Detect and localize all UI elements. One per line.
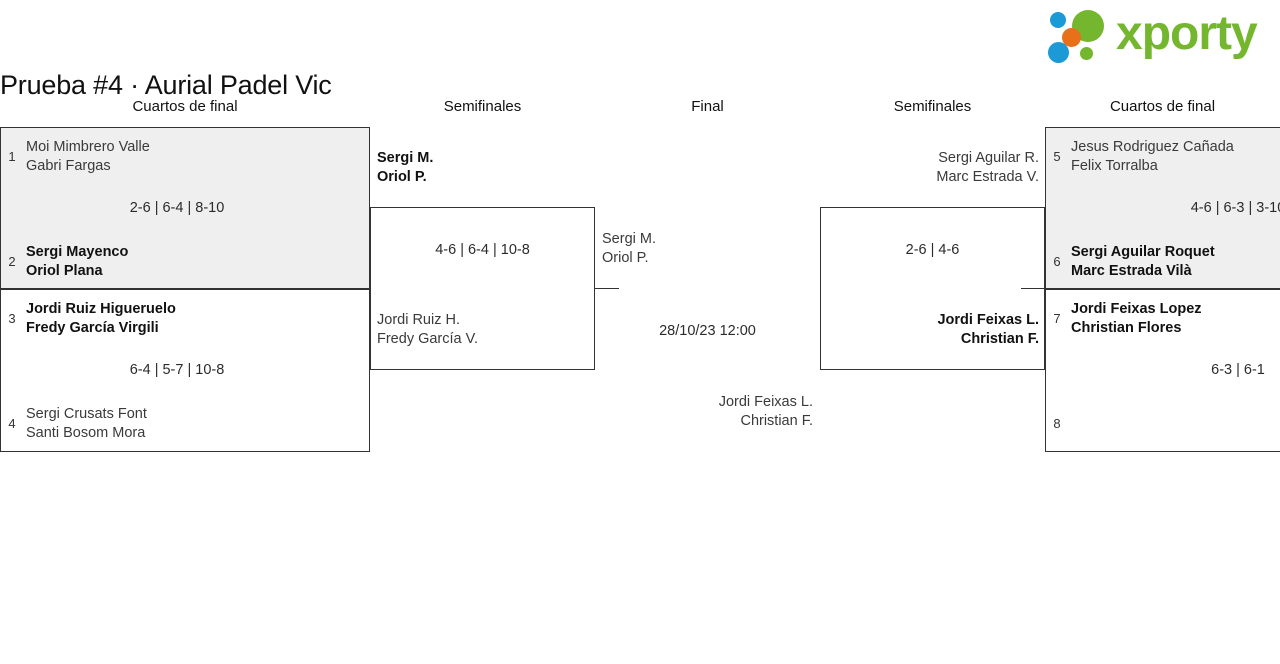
score-left-semi-1: 4-6 | 6-4 | 10-8 [435, 242, 530, 258]
team-line-2: Marc Estrada V. [936, 169, 1039, 185]
team-line-1: Jordi Ruiz H. [377, 312, 460, 328]
round-header-right-semis: Semifinales [893, 98, 972, 115]
round-header-left-quarters: Cuartos de final [132, 98, 238, 115]
team-line-2: Christian F. [740, 413, 813, 429]
team-left-quarter-1-top: Moi Mimbrero Valle Gabri Fargas [26, 138, 150, 176]
score-right-quarter-2: 6-3 | 6-1 [1211, 362, 1265, 378]
score-right-quarter-1: 4-6 | 6-3 | 3-10 [1190, 200, 1280, 216]
team-line-2: Gabri Fargas [26, 158, 111, 174]
logo-wordmark: xporty [1116, 7, 1258, 60]
seed-number-1: 1 [8, 149, 16, 164]
match-box-left-quarter-2[interactable] [0, 289, 370, 452]
xporty-logo[interactable]: xporty [1048, 4, 1276, 66]
connector-left-semi-to-final [595, 288, 619, 289]
team-line-2: Christian F. [960, 331, 1039, 347]
team-right-quarter-1-bottom: Sergi Aguilar Roquet Marc Estrada Vilà [1071, 243, 1215, 281]
seed-number-5: 5 [1053, 149, 1061, 164]
team-line-2: Oriol Plana [26, 263, 103, 279]
team-line-1: Sergi Mayenco [26, 244, 129, 260]
match-box-right-semi-1[interactable] [820, 207, 1045, 370]
logo-dot-blue-small [1050, 12, 1066, 28]
seed-number-2: 2 [8, 254, 16, 269]
team-line-1: Jordi Feixas L. [937, 312, 1039, 328]
team-right-quarter-1-top: Jesus Rodriguez Cañada Felix Torralba [1071, 138, 1234, 176]
team-right-quarter-2-top: Jordi Feixas Lopez Christian Flores [1071, 300, 1202, 338]
team-line-1: Jordi Feixas L. [718, 394, 813, 410]
logo-dot-green-small [1080, 47, 1093, 60]
team-line-1: Sergi M. [602, 231, 656, 247]
team-right-semi-top: Sergi Aguilar R. Marc Estrada V. [820, 149, 1039, 187]
team-line-2: Oriol P. [377, 169, 427, 185]
match-box-right-quarter-1[interactable] [1045, 127, 1280, 289]
team-left-semi-top: Sergi M. Oriol P. [377, 149, 433, 187]
score-final-schedule: 28/10/23 12:00 [659, 323, 756, 339]
team-left-semi-bottom: Jordi Ruiz H. Fredy García V. [377, 311, 478, 349]
team-right-semi-bottom: Jordi Feixas L. Christian F. [820, 311, 1039, 349]
logo-dot-orange [1062, 28, 1081, 47]
team-line-1: Jordi Ruiz Higueruelo [26, 301, 176, 317]
team-final-bottom: Jordi Feixas L. Christian F. [620, 393, 813, 431]
team-line-2: Fredy García V. [377, 331, 479, 347]
seed-number-6: 6 [1053, 254, 1061, 269]
round-header-right-quarters: Cuartos de final [1109, 98, 1216, 115]
seed-number-3: 3 [8, 311, 16, 326]
team-left-quarter-1-bottom: Sergi Mayenco Oriol Plana [26, 243, 128, 281]
logo-dot-blue-large [1048, 42, 1069, 63]
seed-number-4: 4 [8, 416, 16, 431]
team-left-quarter-2-top: Jordi Ruiz Higueruelo Fredy García Virgi… [26, 300, 176, 338]
team-final-top: Sergi M. Oriol P. [602, 230, 656, 268]
team-line-2: Oriol P. [602, 250, 649, 266]
team-line-1: Moi Mimbrero Valle [26, 139, 150, 155]
team-line-2: Christian Flores [1071, 320, 1182, 336]
score-left-quarter-1: 2-6 | 6-4 | 8-10 [129, 200, 225, 216]
score-right-semi-1: 2-6 | 4-6 [905, 242, 960, 258]
seed-number-8: 8 [1053, 416, 1061, 431]
title-line-primary: Prueba #4 · Aurial Padel Vic [0, 70, 332, 100]
round-header-final: Final [691, 98, 724, 115]
team-line-2: Felix Torralba [1071, 158, 1158, 174]
seed-number-7: 7 [1053, 311, 1061, 326]
team-line-1: Sergi Aguilar R. [938, 150, 1039, 166]
team-left-quarter-2-bottom: Sergi Crusats Font Santi Bosom Mora [26, 405, 147, 443]
team-line-1: Sergi Crusats Font [26, 406, 147, 422]
team-line-1: Sergi M. [377, 150, 434, 166]
score-left-quarter-2: 6-4 | 5-7 | 10-8 [129, 362, 225, 378]
team-line-1: Jordi Feixas Lopez [1071, 301, 1202, 317]
team-line-2: Santi Bosom Mora [26, 425, 146, 441]
team-line-2: Fredy García Virgili [26, 320, 159, 336]
team-line-1: Jesus Rodriguez Cañada [1071, 139, 1234, 155]
match-box-right-quarter-2[interactable] [1045, 289, 1280, 452]
connector-right-semi-to-final [1021, 288, 1045, 289]
team-line-1: Sergi Aguilar Roquet [1071, 244, 1215, 260]
match-box-left-quarter-1[interactable] [0, 127, 370, 289]
match-box-left-semi-1[interactable] [370, 207, 595, 370]
round-header-left-semis: Semifinales [443, 98, 522, 115]
team-line-2: Marc Estrada Vilà [1071, 263, 1192, 279]
